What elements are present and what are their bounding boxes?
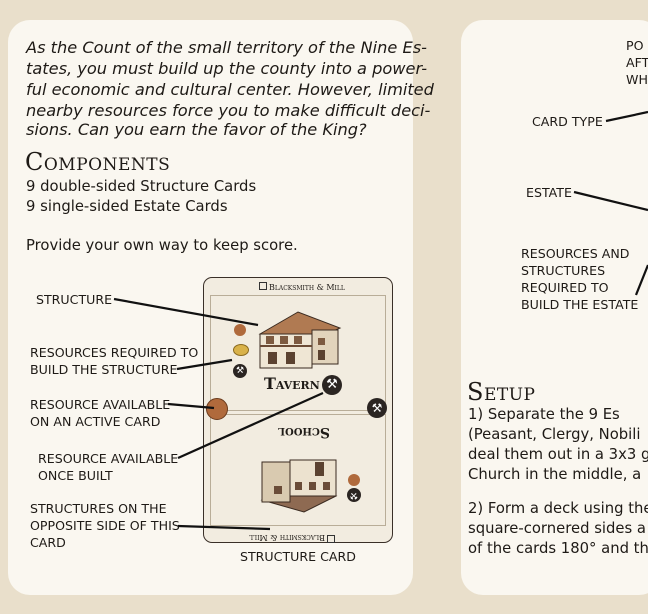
card-top-banner: Blacksmith & Mill bbox=[259, 282, 345, 292]
label-structure: STRUCTURE bbox=[36, 292, 113, 307]
setup-line: deal them out in a 3x3 g bbox=[468, 446, 648, 463]
right-top-label: PO bbox=[626, 38, 644, 53]
label-resource-built: ONCE BUILT bbox=[38, 468, 113, 483]
label-resources-structures: RESOURCES AND bbox=[521, 246, 630, 261]
card-frame-top bbox=[210, 295, 386, 411]
card-frame-bottom bbox=[210, 414, 386, 526]
label-resources-structures: BUILD THE ESTATE bbox=[521, 297, 639, 312]
component-item: 9 double-sided Structure Cards bbox=[26, 178, 257, 195]
wood-resource-icon bbox=[234, 324, 246, 336]
intro-line: As the Count of the small territory of t… bbox=[26, 38, 427, 57]
setup-line: 2) Form a deck using the bbox=[468, 500, 648, 517]
component-item: 9 single-sided Estate Cards bbox=[26, 198, 228, 215]
label-estate: ESTATE bbox=[526, 185, 572, 200]
setup-line: square-cornered sides a bbox=[468, 520, 646, 537]
wood-resource-icon bbox=[206, 398, 228, 420]
label-resources-required: RESOURCES REQUIRED TO bbox=[30, 345, 199, 360]
label-opposite-side: CARD bbox=[30, 535, 66, 550]
label-resources-structures: REQUIRED TO bbox=[521, 280, 609, 295]
setup-line: of the cards 180° and th bbox=[468, 540, 648, 557]
card-caption: STRUCTURE CARD bbox=[240, 549, 356, 564]
components-note: Provide your own way to keep score. bbox=[26, 237, 298, 254]
label-opposite-side: STRUCTURES ON THE bbox=[30, 501, 167, 516]
label-resource-active: RESOURCE AVAILABLE bbox=[30, 397, 171, 412]
intro-line: ful economic and cultural center. Howeve… bbox=[26, 80, 434, 99]
components-heading: Components bbox=[25, 148, 171, 176]
house-icon bbox=[259, 282, 267, 290]
intro-line: nearby resources force you to make diffi… bbox=[26, 101, 431, 120]
label-resource-active: ON AN ACTIVE CARD bbox=[30, 414, 161, 429]
right-top-label: AFT bbox=[626, 55, 648, 70]
setup-line: (Peasant, Clergy, Nobili bbox=[468, 426, 641, 443]
building-illustration bbox=[260, 459, 338, 513]
hammer-pick-icon: ⚒ bbox=[233, 364, 247, 378]
setup-heading: Setup bbox=[467, 378, 536, 406]
intro-line: sions. Can you earn the favor of the Kin… bbox=[26, 120, 367, 139]
intro-line: tates, you must build up the county into… bbox=[26, 59, 428, 78]
card-opposite-side: School Blacksmith & Mill ⚒ bbox=[204, 414, 390, 543]
label-opposite-side: OPPOSITE SIDE OF THIS bbox=[30, 518, 180, 533]
setup-line: 1) Separate the 9 Es bbox=[468, 406, 620, 423]
label-resources-required: BUILD THE STRUCTURE bbox=[30, 362, 178, 377]
label-resources-structures: STRUCTURES bbox=[521, 263, 606, 278]
card-name: Tavern bbox=[264, 374, 320, 393]
building-illustration bbox=[258, 311, 342, 369]
right-top-label: WH bbox=[626, 72, 648, 87]
hammer-pick-icon: ⚒ bbox=[322, 375, 342, 395]
setup-line: Church in the middle, a bbox=[468, 466, 642, 483]
label-card-type: CARD TYPE bbox=[532, 114, 603, 129]
coin-icon bbox=[233, 344, 249, 356]
label-resource-built: RESOURCE AVAILABLE bbox=[38, 451, 179, 466]
hammer-pick-icon: ⚒ bbox=[367, 398, 387, 418]
rules-panel-right bbox=[461, 20, 648, 595]
